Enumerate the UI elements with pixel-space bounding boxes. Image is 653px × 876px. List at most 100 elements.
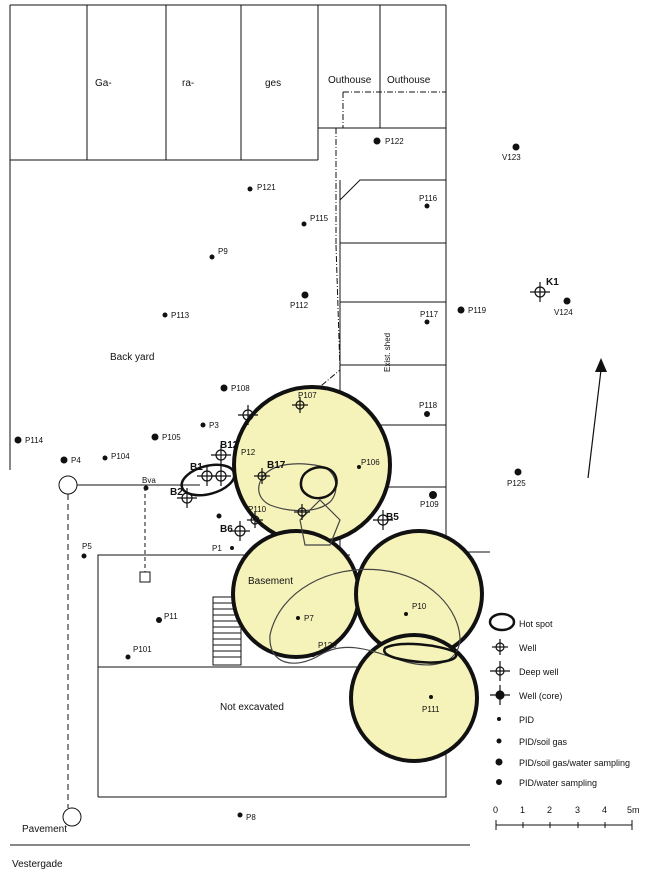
scale-tick-0: 0 <box>493 805 498 815</box>
hot-spot-contours <box>258 463 461 666</box>
legend-pid-soil-gas-label: PID/soil gas <box>519 737 568 747</box>
label-k1: K1 <box>546 277 559 288</box>
label-p12: P12 <box>241 448 256 457</box>
pavement-label: Pavement <box>22 824 67 835</box>
legend-well-core-icon <box>490 685 510 705</box>
legend-well-label: Well <box>519 643 536 653</box>
well-k1-icon <box>530 282 550 302</box>
well-b2-icon <box>177 488 197 508</box>
garage-label-3: ges <box>265 78 281 89</box>
label-p110: P110 <box>248 505 267 514</box>
label-p9: P9 <box>218 247 228 256</box>
label-p122: P122 <box>385 137 404 146</box>
label-p4: P4 <box>71 456 81 465</box>
hot-circle-southeast <box>349 633 479 763</box>
points <box>14 137 571 818</box>
label-p7: P7 <box>304 614 314 623</box>
well-p107-icon <box>292 397 308 413</box>
legend-pid-soil-gas-icon <box>496 738 502 744</box>
garage-label-2: ra- <box>182 78 194 89</box>
basement-label: Basement <box>248 576 293 587</box>
label-b12: B12 <box>220 440 239 451</box>
label-b2: B2 <box>170 487 183 498</box>
label-v124: V124 <box>554 308 573 317</box>
legend-pid-icon <box>497 717 501 721</box>
label-b17: B17 <box>267 460 286 471</box>
service-line <box>58 475 200 827</box>
legend-hot-spot-label: Hot spot <box>519 619 553 629</box>
outhouses <box>318 5 446 129</box>
label-p119: P119 <box>468 306 487 315</box>
hot-spot-ellipse-b1 <box>180 463 458 664</box>
label-b5: B5 <box>386 512 399 523</box>
legend-pid-soil-gas-water-label: PID/soil gas/water sampling <box>519 758 630 768</box>
scale-tick-4: 4 <box>602 805 607 815</box>
legend-pid-label: PID <box>519 715 535 725</box>
well-b12-icon <box>211 445 231 465</box>
wells <box>177 282 550 541</box>
label-p106: P106 <box>361 458 380 467</box>
hot-spot-circles <box>231 385 484 763</box>
label-p113: P113 <box>171 311 190 320</box>
label-p8: P8 <box>246 813 256 822</box>
label-p125: P125 <box>507 479 526 488</box>
label-p3: P3 <box>209 421 219 430</box>
well-b4-icon <box>238 405 258 425</box>
garages <box>10 5 319 161</box>
legend-well-icon <box>492 639 508 655</box>
label-p11: P11 <box>164 612 178 621</box>
legend-hot-spot-icon <box>488 612 516 632</box>
street-label: Vestergade <box>12 859 63 870</box>
legend-pid-water-label: PID/water sampling <box>519 778 597 788</box>
label-p116: P116 <box>419 194 438 203</box>
label-p120: P120 <box>318 641 337 650</box>
garage-label-1: Ga- <box>95 78 112 89</box>
legend-deep-well-icon <box>490 661 510 681</box>
label-p115: P115 <box>310 214 329 223</box>
label-p108: P108 <box>231 384 250 393</box>
legend-deep-well-label: Deep well <box>519 667 559 677</box>
label-p111: P111 <box>422 705 440 714</box>
legend-pid-soil-gas-water-icon <box>495 758 503 766</box>
well-p110-icon <box>294 504 310 520</box>
well-b6b-icon <box>247 512 263 528</box>
hot-circle-basement-west <box>231 529 361 659</box>
well-b5-icon <box>373 510 393 530</box>
label-v123: V123 <box>502 153 521 162</box>
label-p117: P117 <box>420 310 439 319</box>
legend-pid-water-icon <box>496 779 502 785</box>
label-p105: P105 <box>162 433 181 442</box>
legend-well-core-label: Well (core) <box>519 691 562 701</box>
label-p114: P114 <box>25 436 44 445</box>
well-b6-icon <box>230 521 250 541</box>
label-p1: P1 <box>212 544 222 553</box>
label-p109: P109 <box>420 500 439 509</box>
scale-tick-2: 2 <box>547 805 552 815</box>
scale-bar: 0 1 2 3 4 5m <box>493 805 640 830</box>
label-p101: P101 <box>133 645 152 654</box>
label-p104: P104 <box>111 452 130 461</box>
not-excavated-label: Not excavated <box>220 702 284 713</box>
label-p112: P112 <box>290 301 309 310</box>
label-bva: Bva <box>142 476 156 485</box>
label-p107: P107 <box>298 391 317 400</box>
shed-label: Exist. shed <box>383 333 392 372</box>
scale-tick-3: 3 <box>575 805 580 815</box>
outhouse-label-2: Outhouse <box>387 75 431 86</box>
label-b6: B6 <box>220 524 233 535</box>
back-yard-label: Back yard <box>110 352 154 363</box>
legend: Hot spot Well Deep well Well (core) PID … <box>488 612 630 788</box>
well-b1b-icon <box>211 466 231 486</box>
label-b1: B1 <box>190 462 203 473</box>
scale-tick-1: 1 <box>520 805 525 815</box>
north-arrow-icon <box>587 358 607 479</box>
outhouse-label-1: Outhouse <box>328 75 372 86</box>
label-p10: P10 <box>412 602 427 611</box>
label-p5: P5 <box>82 542 92 551</box>
labels: Ga- ra- ges Outhouse Outhouse Exist. she… <box>12 75 573 870</box>
label-p118: P118 <box>419 401 438 410</box>
scale-tick-5: 5m <box>627 805 640 815</box>
well-b17-icon <box>254 468 270 484</box>
label-p121: P121 <box>257 183 276 192</box>
